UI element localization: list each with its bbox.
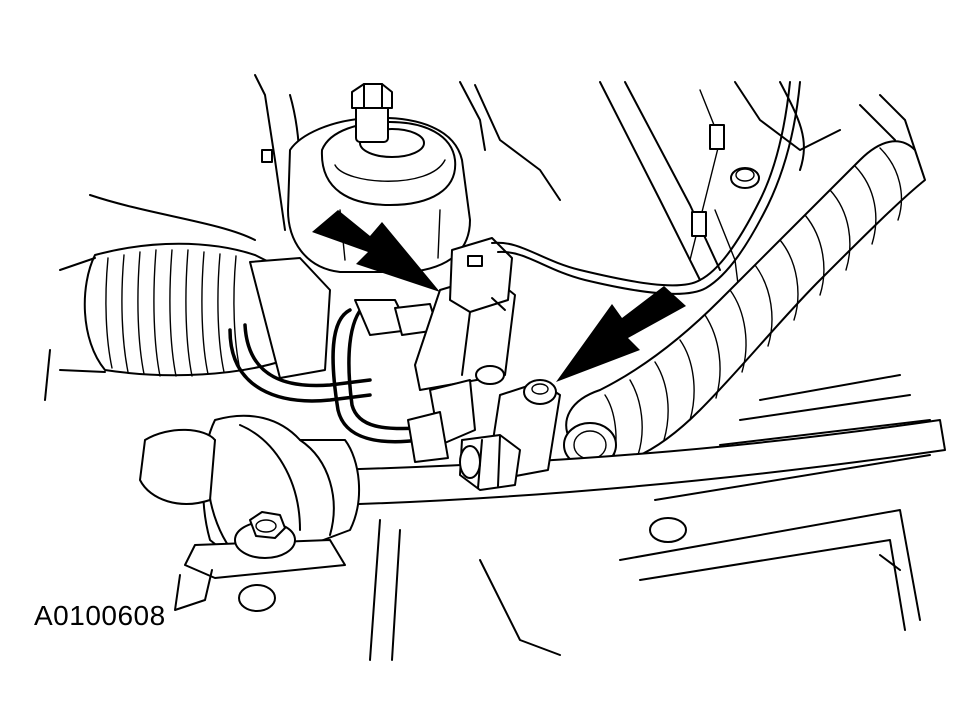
steering-gear-housing: [261, 83, 471, 273]
arrow-right: [556, 286, 686, 382]
wrapped-hose: [563, 140, 926, 468]
pressure-sensor: [407, 237, 516, 463]
rack-boot-bellows: [44, 194, 331, 401]
wire-harness: [491, 81, 801, 295]
figure-id-label: A0100608: [34, 600, 166, 631]
arrow-left: [312, 210, 440, 292]
callout-arrows: [312, 210, 686, 382]
line-bracket: [459, 379, 561, 491]
